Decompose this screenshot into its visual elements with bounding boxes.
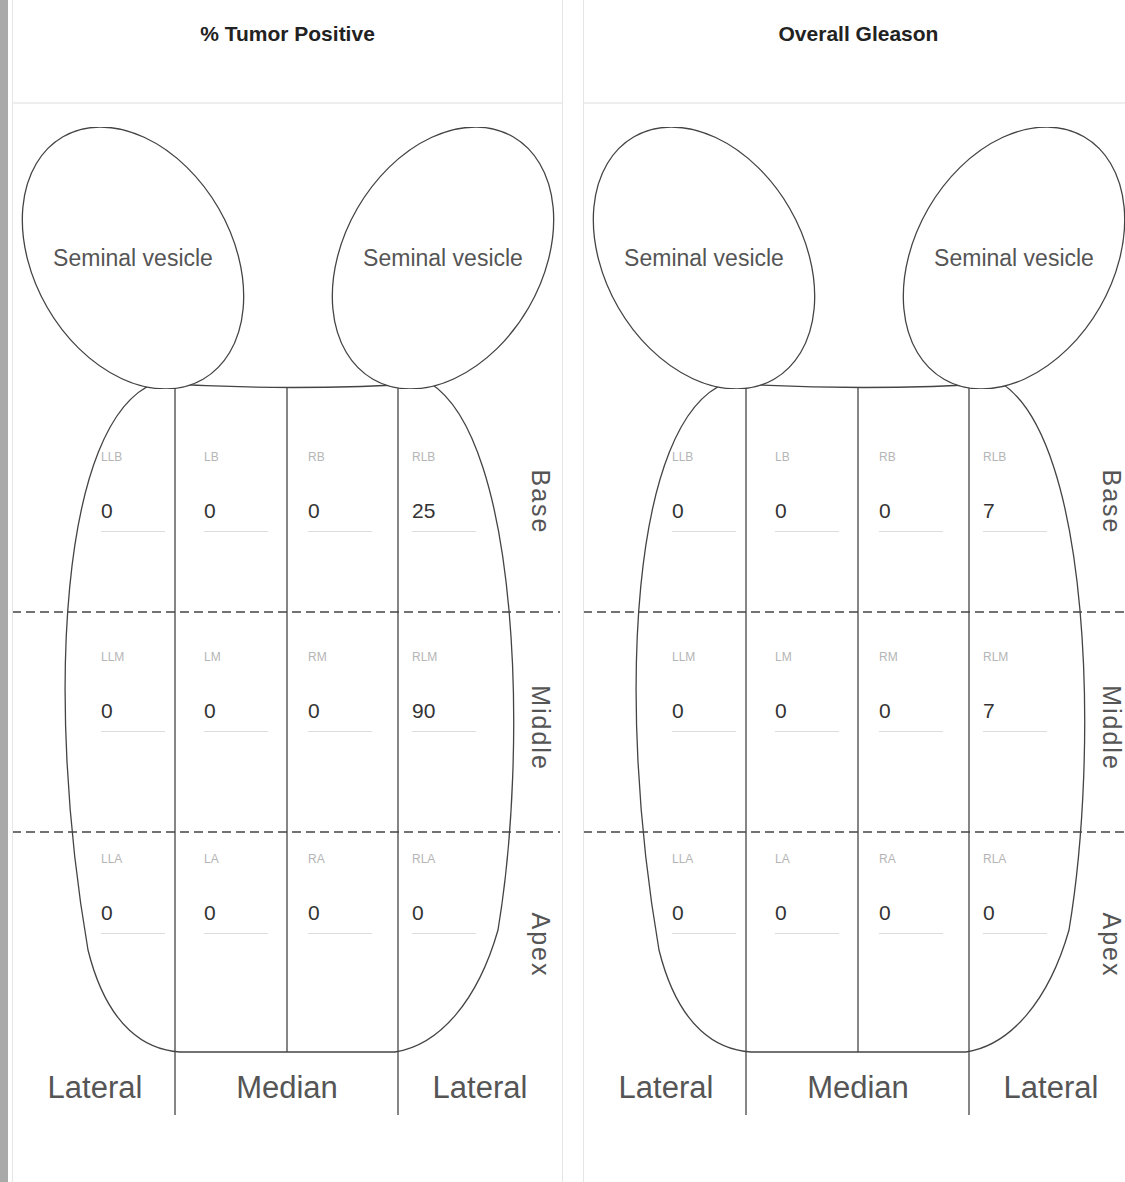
seminal-vesicle: Seminal vesicle — [21, 127, 245, 389]
cell-value: 0 — [879, 901, 943, 934]
cell-value: 0 — [204, 499, 268, 532]
biopsy-cell: RLA 0 — [983, 852, 1053, 956]
biopsy-cell: LLB 0 — [101, 450, 171, 554]
cell-value: 0 — [101, 699, 165, 732]
biopsy-cell: RA 0 — [879, 852, 949, 956]
biopsy-cell: RLM 7 — [983, 650, 1053, 754]
zone-label: Base — [1097, 470, 1125, 535]
cell-code: LA — [775, 852, 845, 866]
vesicle-label: Seminal vesicle — [624, 245, 784, 272]
cell-code: RLA — [412, 852, 482, 866]
biopsy-cell: RB 0 — [879, 450, 949, 554]
cell-value: 90 — [412, 699, 476, 732]
biopsy-cell: LM 0 — [204, 650, 274, 754]
biopsy-cell: LLM 0 — [672, 650, 742, 754]
biopsy-cell: LM 0 — [775, 650, 845, 754]
cell-code: RLM — [412, 650, 482, 664]
cell-code: LLA — [672, 852, 742, 866]
cell-value: 0 — [412, 901, 476, 934]
cell-code: RLB — [412, 450, 482, 464]
cell-value: 0 — [101, 499, 165, 532]
side-label: Lateral — [619, 1070, 714, 1106]
cell-value: 0 — [879, 699, 943, 732]
biopsy-cell: LB 0 — [204, 450, 274, 554]
cell-code: LLA — [101, 852, 171, 866]
cell-value: 0 — [775, 499, 839, 532]
cell-value: 0 — [308, 901, 372, 934]
vesicle-label: Seminal vesicle — [934, 245, 1094, 272]
cell-value: 0 — [983, 901, 1047, 934]
cell-code: RA — [308, 852, 378, 866]
side-label: Median — [807, 1070, 909, 1106]
biopsy-cell: LA 0 — [204, 852, 274, 956]
biopsy-cell: RM 0 — [879, 650, 949, 754]
cell-code: RA — [879, 852, 949, 866]
panel-title: % Tumor Positive — [13, 22, 562, 46]
seminal-vesicle: Seminal vesicle — [902, 127, 1125, 389]
chart-panel: Overall GleasonSeminal vesicle Seminal ve… — [583, 0, 1125, 1182]
biopsy-cell: LB 0 — [775, 450, 845, 554]
biopsy-cell: LLB 0 — [672, 450, 742, 554]
cell-value: 25 — [412, 499, 476, 532]
cell-value: 0 — [204, 901, 268, 934]
biopsy-cell: LLA 0 — [101, 852, 171, 956]
cell-value: 0 — [101, 901, 165, 934]
cell-code: RLM — [983, 650, 1053, 664]
cell-code: RB — [308, 450, 378, 464]
zone-label: Apex — [526, 913, 555, 978]
cell-code: RLA — [983, 852, 1053, 866]
cell-code: RM — [308, 650, 378, 664]
side-label: Lateral — [1004, 1070, 1099, 1106]
zone-label: Middle — [1097, 685, 1125, 771]
chart-panel: % Tumor PositiveSeminal vesicle Seminal v… — [12, 0, 563, 1182]
cell-value: 0 — [308, 499, 372, 532]
biopsy-cell: LLM 0 — [101, 650, 171, 754]
cell-value: 0 — [204, 699, 268, 732]
vesicle-label: Seminal vesicle — [53, 245, 213, 272]
biopsy-cell: RLB 7 — [983, 450, 1053, 554]
cell-code: LLM — [672, 650, 742, 664]
seminal-vesicle: Seminal vesicle — [592, 127, 816, 389]
biopsy-cell: LA 0 — [775, 852, 845, 956]
cell-code: LM — [204, 650, 274, 664]
side-label: Lateral — [433, 1070, 528, 1106]
cell-value: 0 — [775, 699, 839, 732]
cell-code: LLB — [672, 450, 742, 464]
biopsy-cell: RLA 0 — [412, 852, 482, 956]
cell-code: LLB — [101, 450, 171, 464]
side-label: Median — [236, 1070, 338, 1106]
cell-code: RLB — [983, 450, 1053, 464]
side-label: Lateral — [48, 1070, 143, 1106]
panel-title: Overall Gleason — [584, 22, 1125, 46]
cell-code: LM — [775, 650, 845, 664]
zone-label: Apex — [1097, 913, 1125, 978]
biopsy-cell: RM 0 — [308, 650, 378, 754]
cell-value: 0 — [672, 499, 736, 532]
seminal-vesicle: Seminal vesicle — [331, 127, 555, 389]
cell-code: LLM — [101, 650, 171, 664]
vesicle-label: Seminal vesicle — [363, 245, 523, 272]
cell-value: 7 — [983, 499, 1047, 532]
biopsy-cell: RLB 25 — [412, 450, 482, 554]
cell-value: 0 — [672, 699, 736, 732]
biopsy-cell: RB 0 — [308, 450, 378, 554]
cell-code: LA — [204, 852, 274, 866]
cell-value: 0 — [879, 499, 943, 532]
cell-code: LB — [204, 450, 274, 464]
cell-value: 0 — [672, 901, 736, 934]
biopsy-cell: RA 0 — [308, 852, 378, 956]
cell-code: RB — [879, 450, 949, 464]
cell-value: 0 — [308, 699, 372, 732]
cell-value: 7 — [983, 699, 1047, 732]
zone-label: Base — [526, 470, 555, 535]
cell-value: 0 — [775, 901, 839, 934]
zone-label: Middle — [526, 685, 555, 771]
biopsy-cell: RLM 90 — [412, 650, 482, 754]
cell-code: LB — [775, 450, 845, 464]
cell-code: RM — [879, 650, 949, 664]
biopsy-cell: LLA 0 — [672, 852, 742, 956]
